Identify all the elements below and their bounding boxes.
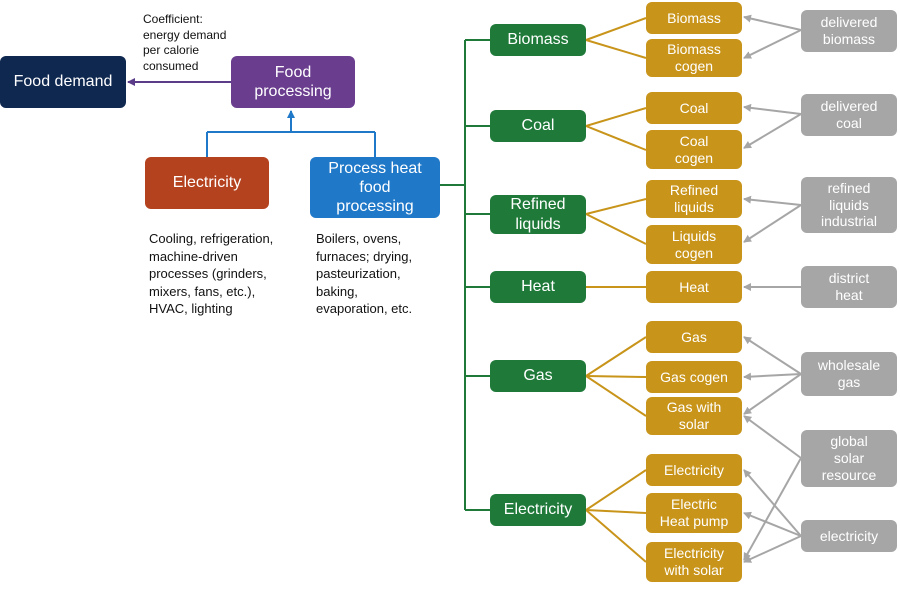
tech-liquids-cogen: Liquids cogen [646, 225, 742, 264]
service-connectors [206, 110, 376, 157]
input-refined-liquids-industrial: refined liquids industrial [801, 177, 897, 233]
tech-gas-with-solar: Gas with solar [646, 397, 742, 435]
fuel-biomass: Biomass [490, 24, 586, 56]
tech-biomass: Biomass [646, 2, 742, 34]
process-heat-node: Process heat food processing [310, 157, 440, 218]
input-wholesale-gas: wholesale gas [801, 352, 897, 396]
tech-heat: Heat [646, 271, 742, 303]
input-delivered-coal: delivered coal [801, 94, 897, 136]
input-connectors [743, 14, 802, 563]
tech-gas: Gas [646, 321, 742, 353]
tech-coal-cogen: Coal cogen [646, 130, 742, 169]
fuel-connectors [440, 39, 490, 511]
input-delivered-biomass: delivered biomass [801, 10, 897, 52]
electricity-service-node: Electricity [145, 157, 269, 209]
food-processing-node: Food processing [231, 56, 355, 108]
food-demand-node: Food demand [0, 56, 126, 108]
fuel-refined-liquids: Refined liquids [490, 195, 586, 234]
technology-connectors [585, 17, 647, 563]
tech-electricity: Electricity [646, 454, 742, 486]
tech-electric-heat-pump: Electric Heat pump [646, 493, 742, 533]
tech-electricity-with-solar: Electricity with solar [646, 542, 742, 582]
input-district-heat: district heat [801, 266, 897, 308]
fuel-gas: Gas [490, 360, 586, 392]
tech-refined-liquids: Refined liquids [646, 180, 742, 218]
input-electricity: electricity [801, 520, 897, 552]
fuel-coal: Coal [490, 110, 586, 142]
input-global-solar-resource: global solar resource [801, 430, 897, 487]
electricity-uses-note: Cooling, refrigeration, machine-driven p… [149, 231, 274, 317]
coefficient-note: Coefficient: energy demand per calorie c… [143, 12, 227, 73]
tech-coal: Coal [646, 92, 742, 124]
tech-gas-cogen: Gas cogen [646, 361, 742, 393]
fuel-heat: Heat [490, 271, 586, 303]
process-heat-uses-note: Boilers, ovens, furnaces; drying, pasteu… [316, 231, 413, 317]
fuel-electricity: Electricity [490, 494, 586, 526]
tech-biomass-cogen: Biomass cogen [646, 39, 742, 77]
